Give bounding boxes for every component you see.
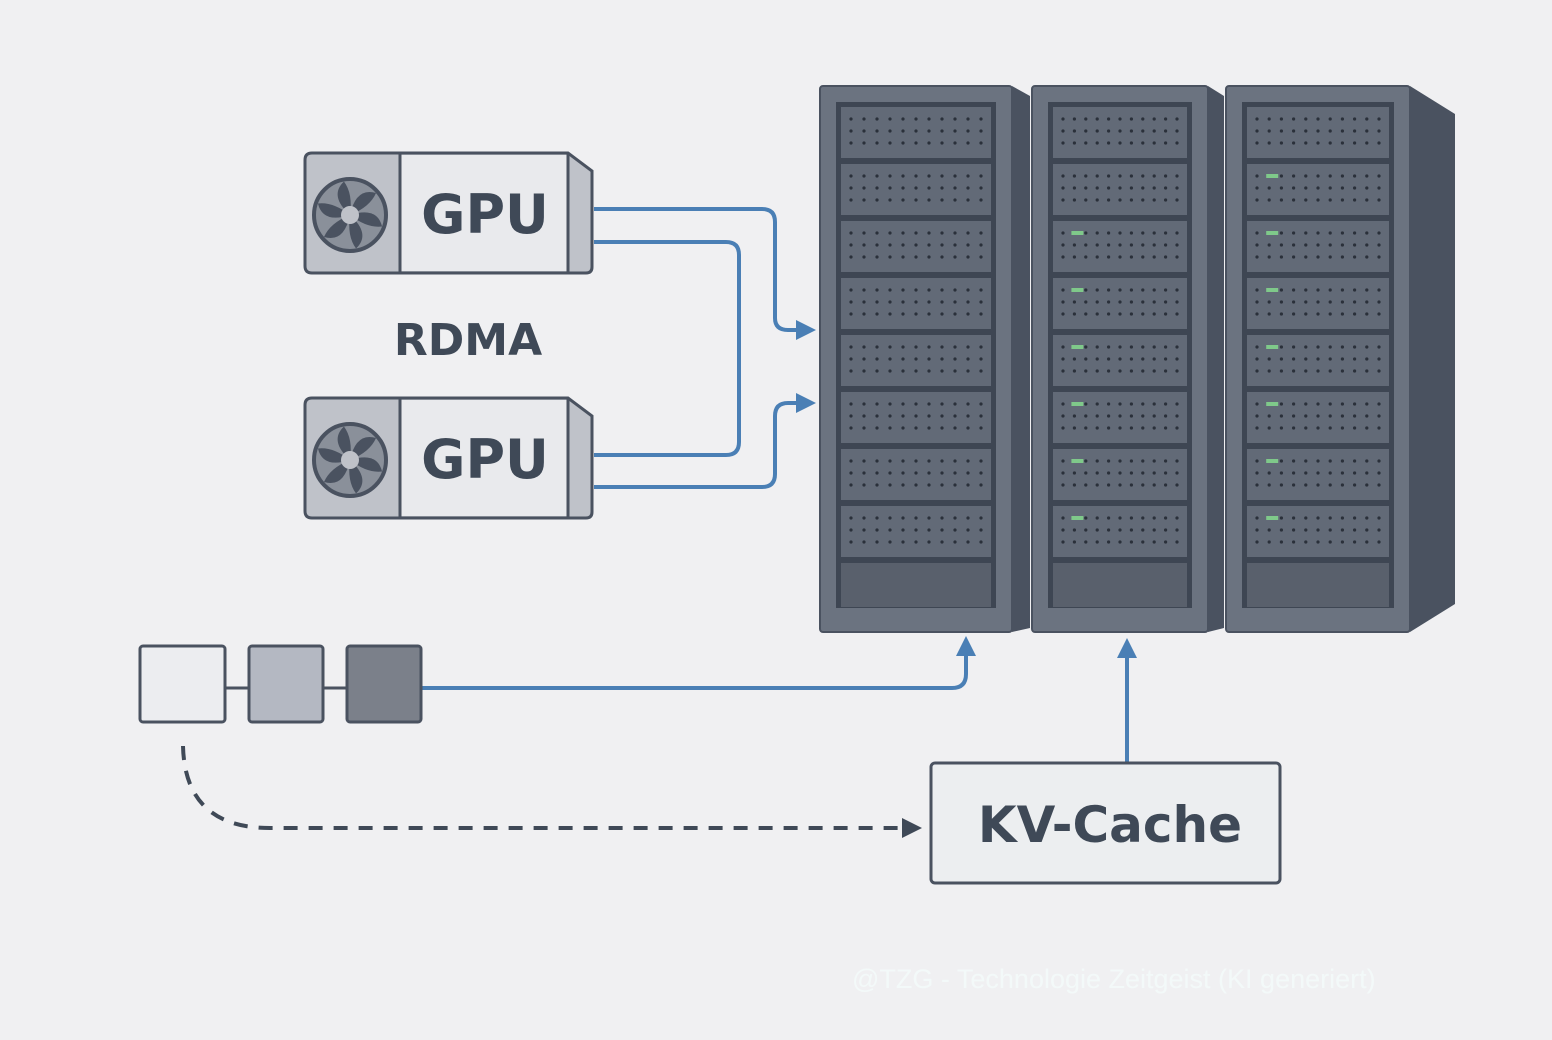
kv-cache-box [929,761,1282,885]
server-rack-3 [1225,85,1455,633]
gpu2-to-rack-line [594,393,816,489]
block-dark [345,644,423,724]
status-led [1266,174,1279,178]
block-light [138,644,227,724]
token-blocks [138,644,423,724]
connectors [421,207,1137,763]
status-led [1266,459,1279,463]
blocks-to-rack-line [421,636,976,690]
status-led [1266,288,1279,292]
kv-cache-label: KV-Cache [978,796,1242,854]
status-led [1071,231,1084,235]
gpu-loop-line [594,240,741,457]
block-medium [247,644,325,724]
status-led [1266,516,1279,520]
fan-icon [312,422,388,498]
status-led [1071,459,1084,463]
dashed-flow-line [181,745,922,838]
status-led [1071,402,1084,406]
status-led [1071,288,1084,292]
gpu1-to-rack-line [594,207,816,340]
status-led [1266,345,1279,349]
server-racks [819,85,1455,633]
status-led [1071,516,1084,520]
server-rack-2 [1031,85,1224,633]
status-led [1266,402,1279,406]
fan-icon [312,177,388,253]
gpu-label: GPU [421,183,549,246]
status-led [1071,345,1084,349]
watermark: @TZG - Technologie Zeitgeist (KI generie… [852,964,1376,994]
status-led [1266,231,1279,235]
gpu-card-bottom: GPU [303,396,594,520]
gpu-card-top: GPU [303,151,594,275]
rdma-label: RDMA [394,315,542,366]
gpu-label: GPU [421,428,549,491]
server-rack-1 [819,85,1030,633]
